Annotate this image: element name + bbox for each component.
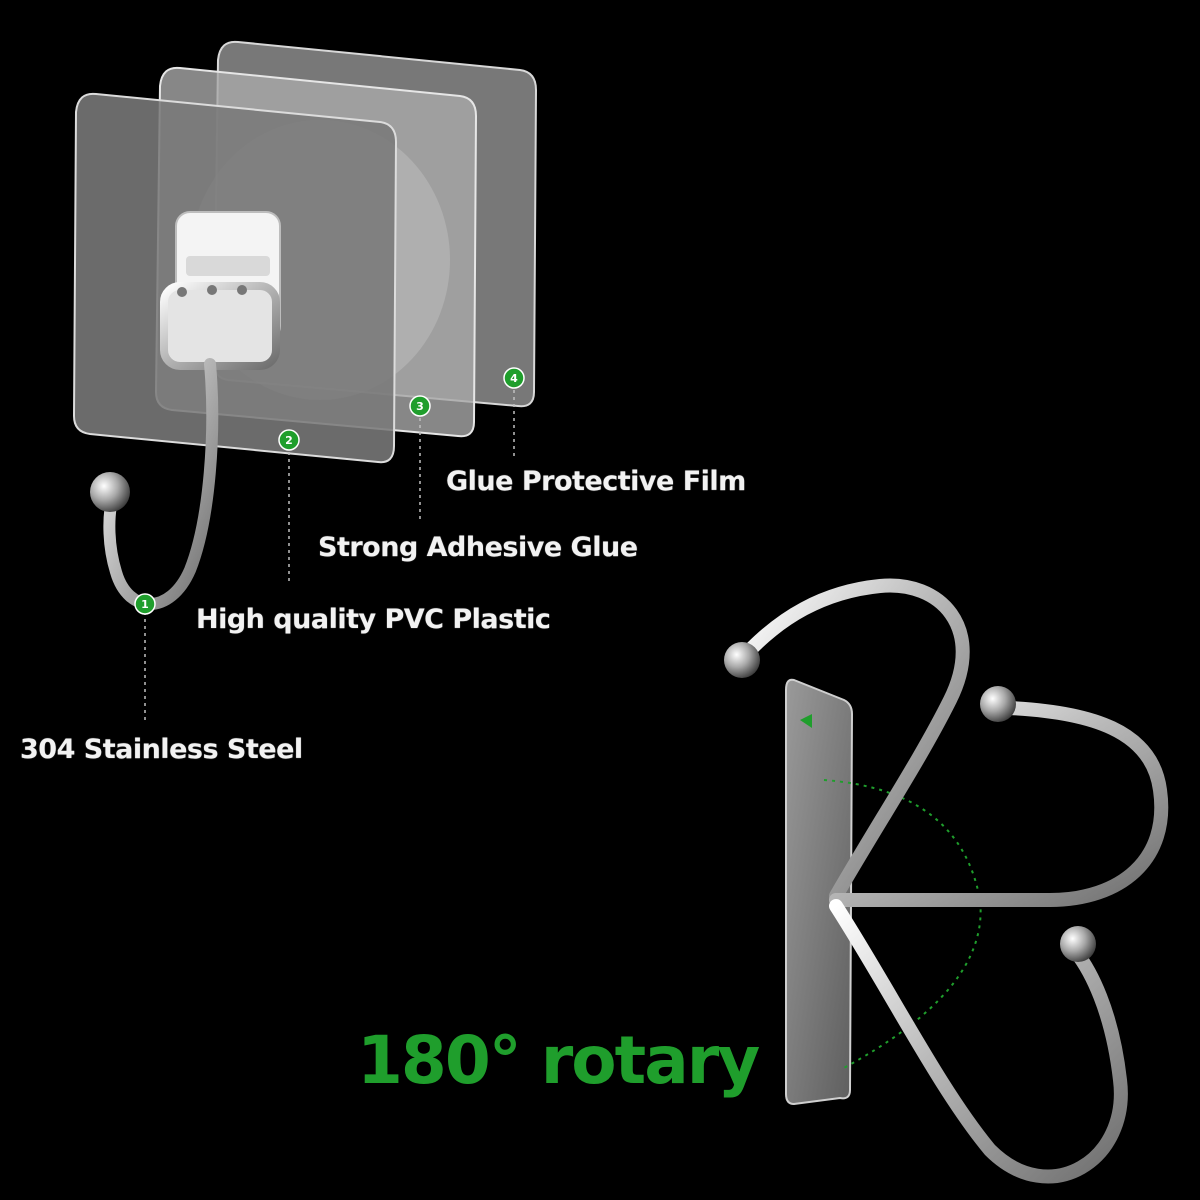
badge-4: 4 bbox=[503, 367, 525, 389]
badge-2-number: 2 bbox=[285, 434, 293, 447]
callout-label-protective-film: Glue Protective Film bbox=[446, 466, 746, 497]
badge-4-number: 4 bbox=[510, 372, 518, 385]
badge-2: 2 bbox=[278, 429, 300, 451]
callout-label-stainless-steel: 304 Stainless Steel bbox=[20, 734, 303, 765]
leader-lines bbox=[144, 390, 515, 720]
steel-hook bbox=[90, 358, 219, 610]
rotary-headline: 180° rotary bbox=[357, 1022, 760, 1099]
badge-1-number: 1 bbox=[141, 598, 149, 611]
hook-base-mount bbox=[160, 211, 281, 370]
badge-1: 1 bbox=[134, 593, 156, 615]
callout-label-adhesive-glue: Strong Adhesive Glue bbox=[318, 532, 638, 563]
badge-3: 3 bbox=[409, 395, 431, 417]
callout-label-pvc-plastic: High quality PVC Plastic bbox=[196, 604, 551, 635]
rotating-hook-illustration bbox=[724, 578, 1169, 1184]
badge-3-number: 3 bbox=[416, 400, 424, 413]
